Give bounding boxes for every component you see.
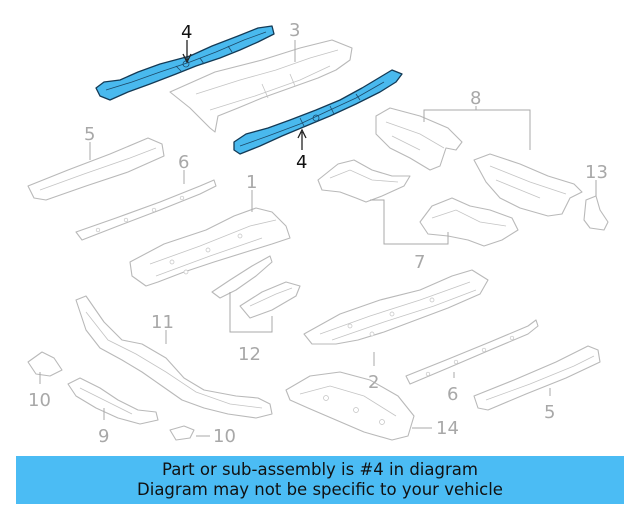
callout-2: 2 (368, 372, 379, 393)
callout-6-right: 6 (447, 384, 458, 405)
part-9-bracket[interactable] (67, 377, 159, 425)
leader-lines (39, 40, 597, 437)
callout-14: 14 (436, 418, 459, 439)
part-5-right-panel[interactable] (473, 345, 601, 411)
part-1-front-floor[interactable] (129, 207, 291, 287)
callout-10-left: 10 (28, 390, 51, 411)
part-6-right-strip[interactable] (405, 319, 539, 385)
callout-4-middle: 4 (296, 152, 307, 173)
part-12-brackets[interactable] (211, 255, 301, 319)
part-10-bottom-bracket[interactable] (169, 425, 195, 441)
part-13-small-bracket[interactable] (583, 195, 609, 231)
exploded-parts-diagram: 4 4 3 5 6 8 13 1 7 11 12 10 2 6 5 9 10 1… (27, 20, 609, 447)
callout-3: 3 (289, 20, 300, 41)
callout-6-left: 6 (178, 152, 189, 173)
part-5-left-panel[interactable] (27, 137, 165, 201)
banner-line-part-number: Part or sub-assembly is #4 in diagram (162, 460, 478, 479)
part-14-floor-pan[interactable] (285, 371, 415, 441)
callout-10-bottom: 10 (213, 426, 236, 447)
part-6-left-strip[interactable] (75, 179, 217, 241)
part-8-rear-brackets[interactable] (375, 107, 583, 217)
part-4-lower-sill-highlighted[interactable] (233, 69, 403, 155)
callout-13: 13 (585, 162, 608, 183)
part-10-left-bracket[interactable] (27, 351, 63, 377)
part-11-frame-rail[interactable] (75, 295, 273, 419)
part-2-rear-floor[interactable] (303, 269, 489, 345)
callout-8: 8 (470, 88, 481, 109)
callout-5-left: 5 (84, 124, 95, 145)
part-4-upper-sill-highlighted[interactable] (95, 25, 275, 101)
diagram-disclaimer-banner: Part or sub-assembly is #4 in diagram Di… (16, 456, 624, 504)
callout-4-top: 4 (181, 22, 192, 43)
callout-5-right: 5 (544, 402, 555, 423)
callout-12: 12 (238, 344, 261, 365)
callout-9: 9 (98, 426, 109, 447)
part-3-floor-tunnel[interactable] (169, 39, 353, 133)
callout-1: 1 (246, 172, 257, 193)
banner-line-disclaimer: Diagram may not be specific to your vehi… (137, 480, 503, 499)
callout-7: 7 (414, 252, 425, 273)
callout-11: 11 (151, 312, 174, 333)
callout-numbers: 4 4 3 5 6 8 13 1 7 11 12 10 2 6 5 9 10 1… (28, 20, 608, 447)
